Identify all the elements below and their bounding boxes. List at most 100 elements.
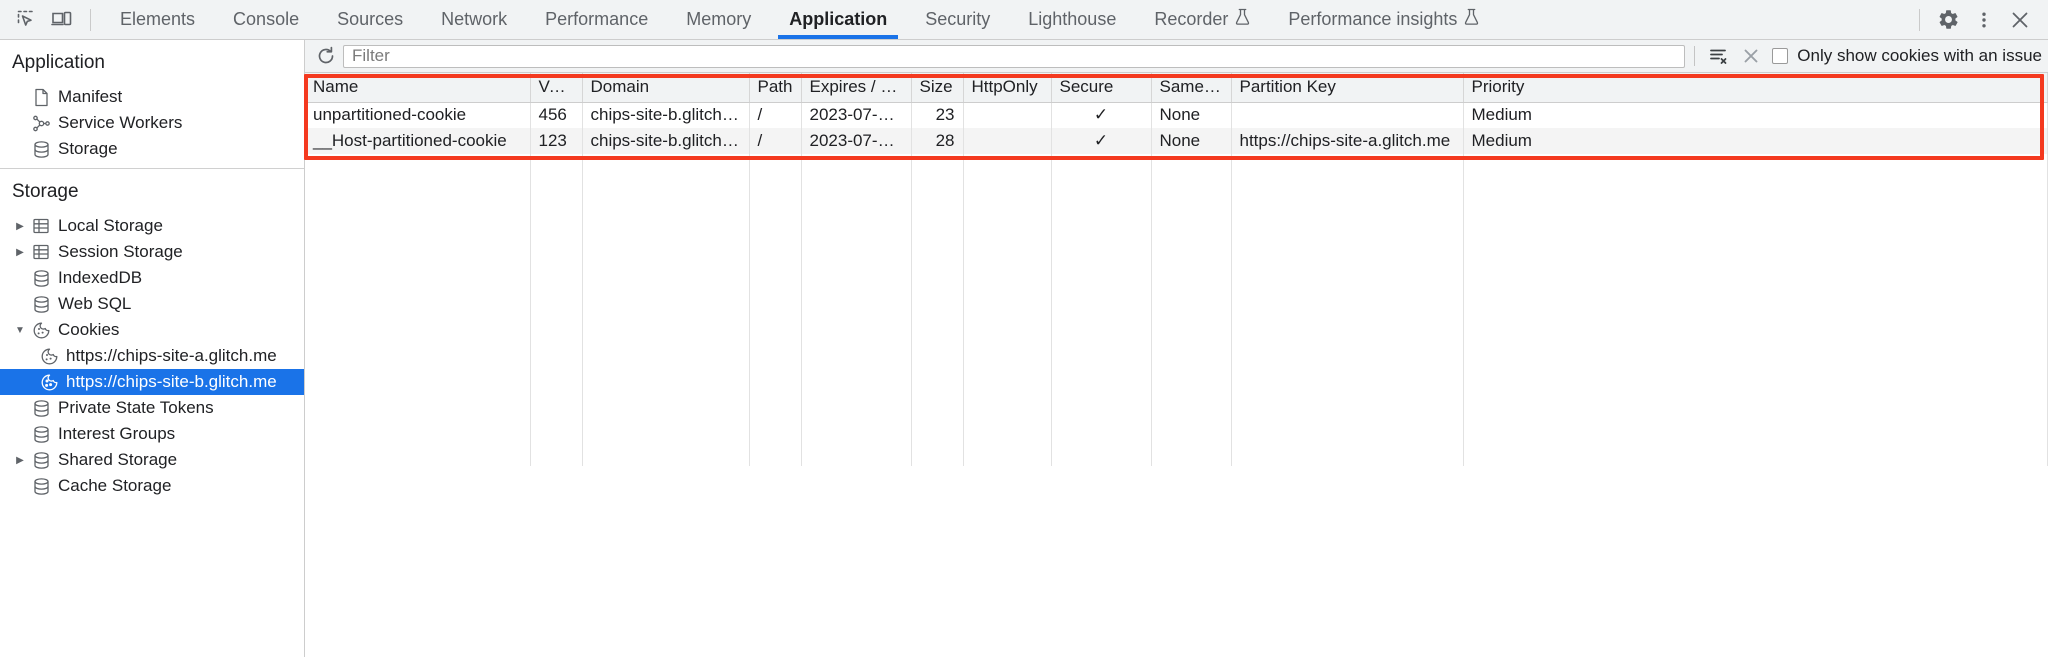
tab-memory[interactable]: Memory xyxy=(667,0,770,39)
sidebar-item-storage[interactable]: Storage xyxy=(0,136,304,162)
tab-elements-label: Elements xyxy=(120,9,196,29)
table-row[interactable]: __Host-partitioned-cookie 123 chips-site… xyxy=(305,128,2048,154)
tab-application[interactable]: Application xyxy=(770,0,906,39)
column-header-size[interactable]: Size xyxy=(911,73,964,103)
column-header-path[interactable]: Path xyxy=(749,73,802,103)
database-icon xyxy=(28,399,54,418)
sidebar-item-cookies-chips-site-a[interactable]: https://chips-site-a.glitch.me xyxy=(0,343,304,369)
cell-size: 28 xyxy=(911,128,964,154)
cell-path: / xyxy=(749,128,802,154)
tab-performance-insights-label: Performance insights xyxy=(1288,9,1458,29)
sidebar-item-cookies-chips-site-b-label: https://chips-site-b.glitch.me xyxy=(66,372,277,391)
table-empty-row xyxy=(305,232,2048,258)
sidebar-item-service-workers[interactable]: Service Workers xyxy=(0,110,304,136)
cell-partition-key xyxy=(1231,102,1464,128)
sidebar-item-cookies-chips-site-a-label: https://chips-site-a.glitch.me xyxy=(66,346,277,365)
close-icon[interactable] xyxy=(2002,3,2038,37)
table-row[interactable]: unpartitioned-cookie 456 chips-site-b.gl… xyxy=(305,102,2048,128)
cell-priority: Medium xyxy=(1463,102,2048,128)
cookies-panel: Only show cookies with an issue Name Val… xyxy=(305,40,2048,657)
sidebar-group-storage: Storage ▶ Local Storage ▶ xyxy=(0,169,304,505)
toolbar-divider xyxy=(90,8,91,31)
database-icon xyxy=(28,269,54,288)
sidebar-item-web-sql[interactable]: Web SQL xyxy=(0,291,304,317)
close-circle-icon[interactable] xyxy=(1736,43,1766,69)
column-header-name[interactable]: Name xyxy=(305,73,531,103)
cookies-table: Name Value Domain Path Expires / M… Size… xyxy=(305,73,2048,466)
chevron-right-icon[interactable]: ▶ xyxy=(16,220,24,232)
sidebar-title-application: Application xyxy=(12,52,105,73)
column-header-httponly[interactable]: HttpOnly xyxy=(963,73,1052,103)
toolbar-right-controls xyxy=(1909,0,2048,39)
tab-memory-label: Memory xyxy=(686,9,752,29)
tab-performance[interactable]: Performance xyxy=(526,0,667,39)
sidebar-item-shared-storage[interactable]: ▶ Shared Storage xyxy=(0,447,304,473)
chevron-right-icon[interactable]: ▶ xyxy=(16,246,24,258)
table-empty-row xyxy=(305,336,2048,362)
cell-httponly xyxy=(963,102,1052,128)
table-empty-row xyxy=(305,414,2048,440)
cell-name: unpartitioned-cookie xyxy=(305,102,531,128)
tab-lighthouse[interactable]: Lighthouse xyxy=(1009,0,1135,39)
table-icon xyxy=(28,243,54,261)
cookie-icon xyxy=(28,321,54,340)
tab-recorder[interactable]: Recorder xyxy=(1135,0,1269,39)
chevron-right-icon[interactable]: ▶ xyxy=(16,454,24,466)
experiment-flask-icon xyxy=(1464,8,1479,31)
column-header-value[interactable]: Value xyxy=(530,73,583,103)
sidebar-item-cookies-chips-site-b[interactable]: https://chips-site-b.glitch.me xyxy=(0,369,304,395)
cell-samesite: None xyxy=(1151,128,1232,154)
sidebar-item-service-workers-label: Service Workers xyxy=(58,113,183,132)
database-icon xyxy=(28,295,54,314)
search-input[interactable] xyxy=(343,44,1686,68)
tab-security[interactable]: Security xyxy=(906,0,1009,39)
tab-sources[interactable]: Sources xyxy=(318,0,422,39)
column-header-samesite[interactable]: SameSite xyxy=(1151,73,1232,103)
tab-security-label: Security xyxy=(925,9,991,29)
service-worker-icon xyxy=(28,114,54,133)
cell-partition-key: https://chips-site-a.glitch.me xyxy=(1231,128,1464,154)
tab-console[interactable]: Console xyxy=(214,0,318,39)
cell-name: __Host-partitioned-cookie xyxy=(305,128,531,154)
sidebar-item-interest-groups[interactable]: Interest Groups xyxy=(0,421,304,447)
device-toolbar-icon[interactable] xyxy=(44,3,80,37)
sidebar-item-cache-storage[interactable]: Cache Storage xyxy=(0,473,304,499)
chevron-down-icon[interactable]: ▼ xyxy=(15,324,25,336)
sidebar-item-indexeddb[interactable]: IndexedDB xyxy=(0,265,304,291)
clear-filter-icon[interactable] xyxy=(1704,43,1734,69)
column-header-expires[interactable]: Expires / M… xyxy=(801,73,912,103)
cell-httponly xyxy=(963,128,1052,154)
kebab-menu-icon[interactable] xyxy=(1966,3,2002,37)
sidebar-item-cookies[interactable]: ▼ Cookies xyxy=(0,317,304,343)
column-header-partition-key[interactable]: Partition Key xyxy=(1231,73,1464,103)
column-header-priority[interactable]: Priority xyxy=(1463,73,2048,103)
refresh-icon[interactable] xyxy=(311,43,341,69)
table-header-row: Name Value Domain Path Expires / M… Size… xyxy=(305,73,2048,103)
sidebar-item-private-state-tokens[interactable]: Private State Tokens xyxy=(0,395,304,421)
only-show-issues-label: Only show cookies with an issue xyxy=(1797,46,2042,65)
tab-performance-insights[interactable]: Performance insights xyxy=(1269,0,1498,39)
inspect-element-icon[interactable] xyxy=(8,3,44,37)
checkbox-box[interactable] xyxy=(1772,48,1789,64)
gear-icon[interactable] xyxy=(1930,3,1966,37)
table-empty-row xyxy=(305,310,2048,336)
table-empty-row xyxy=(305,284,2048,310)
cookies-table-body: unpartitioned-cookie 456 chips-site-b.gl… xyxy=(305,102,2048,466)
cookie-icon xyxy=(36,347,62,366)
tab-network[interactable]: Network xyxy=(422,0,526,39)
tab-elements[interactable]: Elements xyxy=(101,0,214,39)
table-empty-row xyxy=(305,206,2048,232)
column-header-secure[interactable]: Secure xyxy=(1051,73,1152,103)
cookies-table-container: Name Value Domain Path Expires / M… Size… xyxy=(305,73,2048,657)
tab-lighthouse-label: Lighthouse xyxy=(1028,9,1117,29)
tab-performance-label: Performance xyxy=(545,9,649,29)
column-header-domain[interactable]: Domain xyxy=(582,73,750,103)
cell-domain: chips-site-b.glitch.me xyxy=(582,102,750,128)
application-sidebar: Application Manifest xyxy=(0,40,305,657)
only-show-issues-checkbox[interactable]: Only show cookies with an issue xyxy=(1768,46,2042,66)
sidebar-item-manifest[interactable]: Manifest xyxy=(0,84,304,110)
cell-domain: chips-site-b.glitch.me xyxy=(582,128,750,154)
sidebar-item-local-storage[interactable]: ▶ Local Storage xyxy=(0,213,304,239)
sidebar-item-session-storage[interactable]: ▶ Session Storage xyxy=(0,239,304,265)
panel-tab-list: Elements Console Sources Network Perform… xyxy=(101,0,1909,39)
